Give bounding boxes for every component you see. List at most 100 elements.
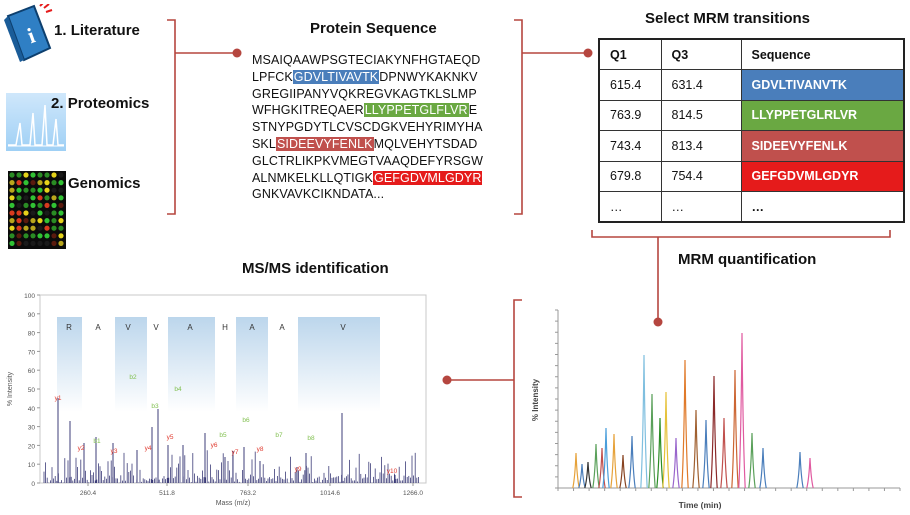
microarray-spot: [30, 240, 36, 246]
b-ion-label: b1: [93, 438, 101, 445]
literature-book-icon: i: [4, 1, 54, 64]
sequence-line: GNKVAVKCIKNDATA...: [252, 186, 514, 203]
sequence-coverage-band: [57, 317, 82, 412]
sequence-segment: GREGIIPANYVQKREGVKAGTKLSLMP: [252, 86, 477, 101]
microarray-spot: [58, 225, 64, 231]
sequence-letter: V: [125, 323, 131, 332]
microarray-spot: [51, 225, 57, 231]
microarray-spot: [23, 240, 29, 246]
microarray-spot: [58, 187, 64, 193]
microarray-spot: [37, 187, 43, 193]
y-tick-label: 60: [28, 368, 36, 375]
microarray-spot: [16, 218, 22, 224]
microarray-spot: [23, 195, 29, 201]
sequence-bracket: [514, 19, 523, 215]
microarray-spot: [9, 225, 15, 231]
microarray-spot: [30, 218, 36, 224]
microarray-spot: [37, 180, 43, 186]
table-row: ………: [598, 191, 905, 223]
y-tick-label: 20: [28, 443, 36, 450]
chromatogram-peak: [681, 359, 689, 489]
sequence-cell: GEFGDVMLGDYR: [740, 160, 905, 192]
q1-cell: …: [598, 191, 662, 223]
microarray-spot: [44, 225, 50, 231]
microarray-spot: [51, 240, 57, 246]
sequence-line: MSAIQAAWPSGTECIAKYNFHGTAEQD: [252, 52, 514, 69]
sequence-segment: E: [468, 103, 478, 118]
microarray-spot: [44, 180, 50, 186]
x-tick-label: 260.4: [80, 490, 97, 497]
chromatogram-peak: [572, 452, 580, 489]
sequence-coverage-band: [236, 317, 268, 412]
sequence-segment: MQLVEHYTSDAD: [373, 136, 478, 151]
microarray-spot: [9, 195, 15, 201]
microarray-spot: [58, 195, 64, 201]
sequence-line: LPFCKGDVLTIVAVTKDPNWYKAKNKV: [252, 69, 514, 86]
highlighted-peptide: GDVLTIVAVTK: [292, 69, 380, 84]
microarray-spot: [37, 240, 43, 246]
microarray-spot: [44, 233, 50, 239]
chromatogram-peak: [584, 461, 592, 489]
chromatogram-peak: [628, 435, 636, 489]
chromatogram-peak: [656, 417, 664, 489]
chromatogram-peak: [672, 437, 680, 489]
connector-dot: [232, 48, 242, 58]
q1-cell: 763.9: [598, 99, 662, 131]
microarray-spot: [16, 187, 22, 193]
sequence-coverage-band: [298, 317, 380, 412]
b-ion-label: b7: [275, 432, 283, 439]
microarray-spot: [58, 210, 64, 216]
microarray-spot: [16, 240, 22, 246]
microarray-spot: [23, 233, 29, 239]
y-tick-label: 100: [24, 293, 35, 300]
sequence-coverage-band: [115, 317, 147, 412]
mrm-quantification-title: MRM quantification: [678, 251, 817, 268]
chromatogram-peak: [640, 354, 648, 489]
microarray-spot: [30, 225, 36, 231]
microarray-spot: [58, 240, 64, 246]
col-header-sequence: Sequence: [740, 38, 905, 70]
microarray-spot: [23, 218, 29, 224]
sequence-segment: GLCTRLIKPKVMEGTVAAQDEFYRSGW: [252, 153, 483, 168]
sequence-segment: SKL: [252, 136, 276, 151]
y-tick-label: 50: [28, 387, 36, 394]
microarray-spot: [16, 172, 22, 178]
microarray-spot: [30, 195, 36, 201]
sequence-letter: R: [66, 323, 72, 332]
microarray-spot: [9, 172, 15, 178]
b-ion-label: b5: [219, 432, 227, 439]
sequence-letter: A: [187, 323, 193, 332]
y-tick-label: 10: [28, 462, 36, 469]
b-ion-label: b8: [307, 435, 315, 442]
connector-dot: [583, 48, 593, 58]
sequence-letter: V: [340, 323, 346, 332]
y-tick-label: 90: [28, 312, 36, 319]
microarray-spot: [51, 218, 57, 224]
highlighted-peptide: LLYPPETGLFLVR: [363, 103, 469, 118]
microarray-spot: [44, 210, 50, 216]
y-tick-label: 70: [28, 349, 36, 356]
microarray-spot: [9, 218, 15, 224]
microarray-spot: [9, 240, 15, 246]
x-tick-label: 511.8: [159, 490, 175, 497]
microarray-spot: [51, 180, 57, 186]
y-ion-label: y7: [232, 449, 239, 456]
sequence-cell: GDVLTIVANVTK: [740, 69, 905, 101]
microarray-spot: [23, 180, 29, 186]
microarray-spot: [44, 187, 50, 193]
microarray-spot: [9, 180, 15, 186]
microarray-spot: [9, 233, 15, 239]
sequence-line: WFHGKITREQAERLLYPPETGLFLVRE: [252, 102, 514, 119]
x-tick-label: 1014.6: [320, 490, 340, 497]
chromatogram-peak: [702, 419, 710, 489]
microarray-spot: [23, 202, 29, 208]
sequence-line: ALNMKELKLLQTIGKGEFGDVMLGDYR: [252, 170, 514, 187]
chromatogram-peak: [720, 417, 728, 489]
y-tick-label: 0: [31, 481, 35, 488]
y-ion-label: y1: [55, 395, 62, 402]
q3-cell: 631.4: [660, 69, 742, 101]
